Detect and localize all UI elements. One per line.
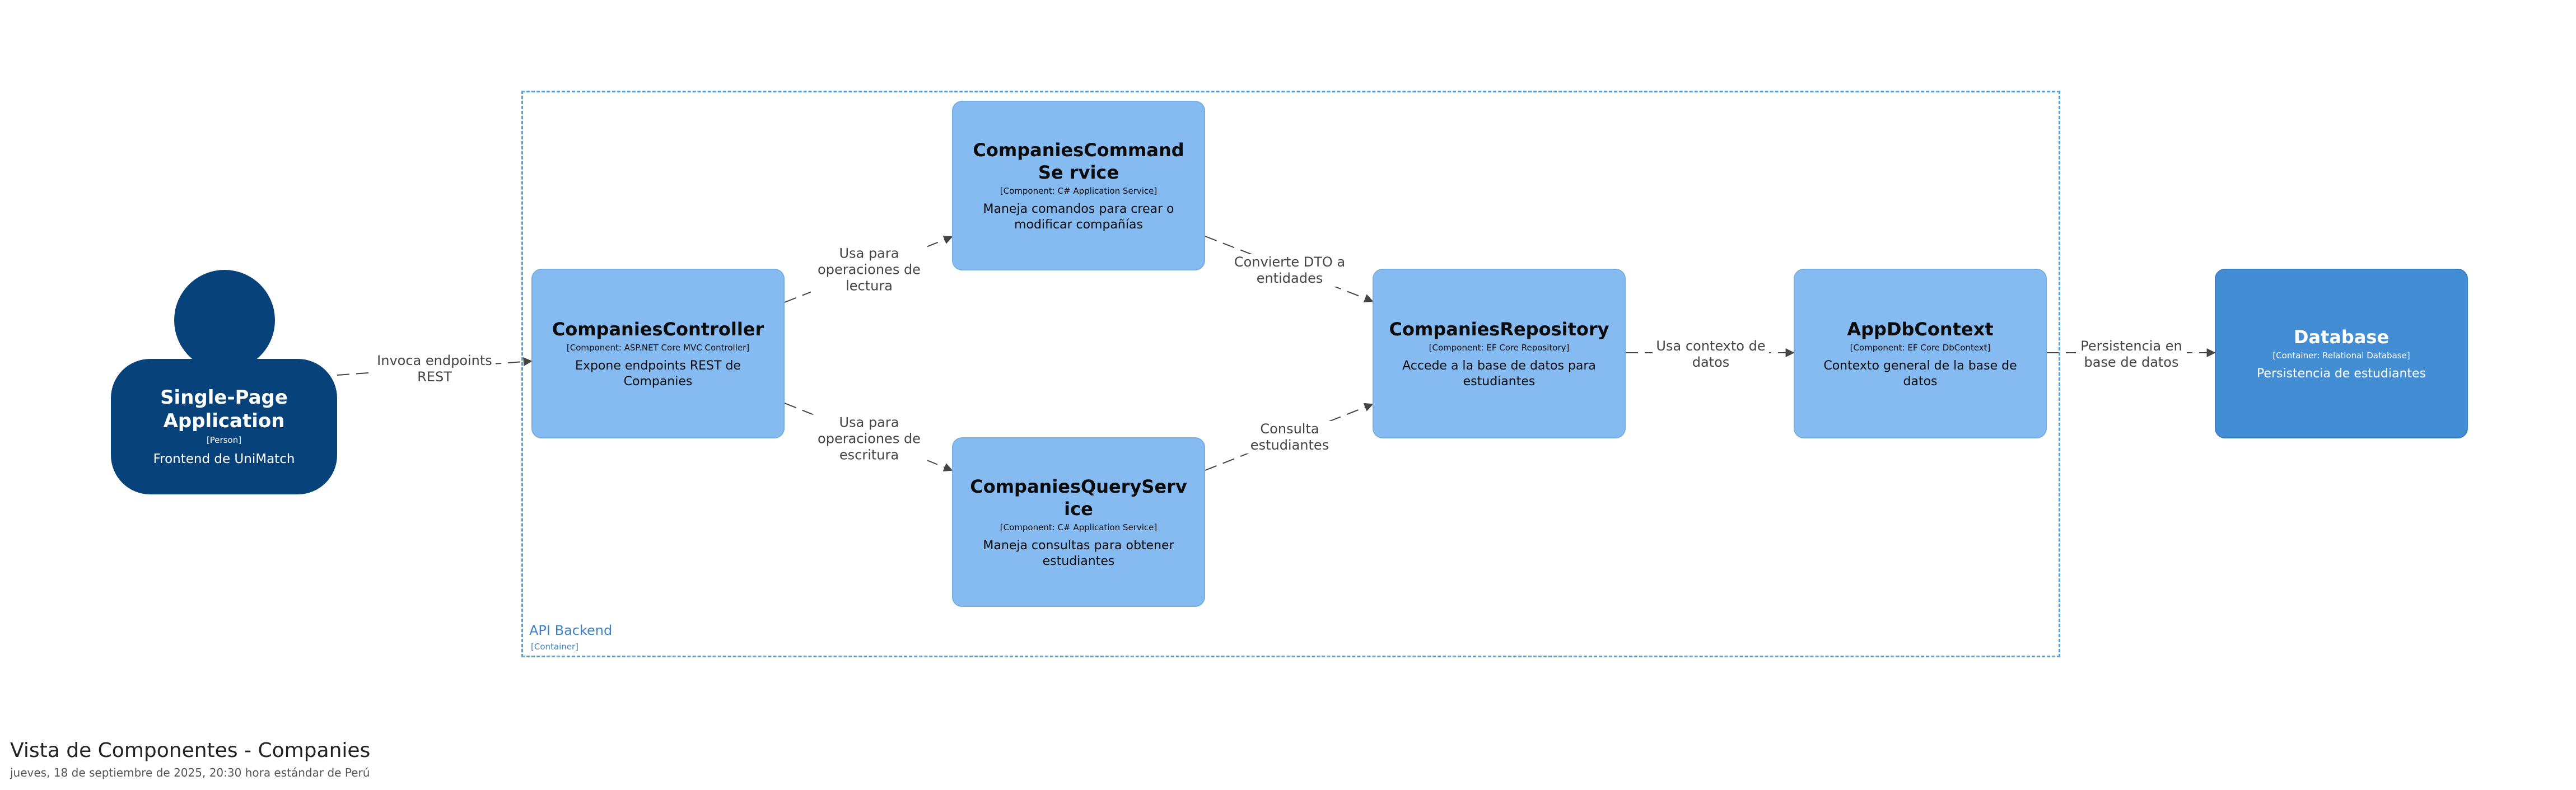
relationship-label: Consulta estudiantes [1243, 421, 1337, 454]
api-backend-boundary [521, 91, 2060, 657]
boundary-technology: [Container] [531, 642, 579, 652]
relationship-label: Persistencia en base de datos [2076, 338, 2187, 371]
component-companies-controller[interactable]: CompaniesController [Component: ASP.NET … [531, 269, 785, 438]
component-name: CompaniesRepository [1389, 318, 1609, 340]
component-description: Maneja consultas para obtener estudiante… [983, 538, 1174, 568]
component-companies-repository[interactable]: CompaniesRepository [Component: EF Core … [1373, 269, 1626, 438]
person-description: Frontend de UniMatch [153, 452, 295, 466]
component-technology: [Component: C# Application Service] [1000, 185, 1158, 196]
boundary-name: API Backend [529, 623, 613, 638]
diagram-title: Vista de Componentes - Companies [10, 739, 371, 762]
person-technology: [Person] [206, 435, 242, 445]
component-technology: [Component: EF Core Repository] [1429, 342, 1570, 353]
component-app-db-context[interactable]: AppDbContext [Component: EF Core DbConte… [1794, 269, 2047, 438]
relationship-label: Usa para operaciones de lectura [811, 245, 927, 295]
arrow-query-to-repository [1205, 403, 1374, 471]
relationship-label: Usa contexto de datos [1653, 338, 1769, 371]
component-description: Accede a la base de datos para estudiant… [1402, 358, 1596, 389]
component-description: Contexto general de la base de datos [1823, 358, 2017, 389]
arrow-command-to-repository [1205, 236, 1374, 303]
container-database[interactable]: Database [Container: Relational Database… [2215, 269, 2468, 438]
component-companies-query-service[interactable]: CompaniesQueryService [Component: C# App… [952, 437, 1205, 607]
component-name: CompaniesController [552, 318, 764, 340]
diagram-timestamp: jueves, 18 de septiembre de 2025, 20:30 … [10, 766, 370, 779]
component-name: AppDbContext [1847, 318, 1994, 340]
container-name: Database [2293, 326, 2390, 348]
component-name: CompaniesCommandSe rvice [973, 139, 1184, 183]
person-spa[interactable]: Single-Page Application [Person] Fronten… [111, 359, 337, 494]
relationship-label: Convierte DTO a entidades [1231, 254, 1348, 287]
container-technology: [Container: Relational Database] [2272, 350, 2410, 361]
component-technology: [Component: EF Core DbContext] [1850, 342, 1991, 353]
person-icon [174, 270, 275, 371]
component-description: Maneja comandos para crear o modificar c… [983, 202, 1174, 232]
relationship-label: Usa para operaciones de escritura [811, 414, 927, 464]
component-companies-command-service[interactable]: CompaniesCommandSe rvice [Component: C# … [952, 101, 1205, 270]
component-technology: [Component: ASP.NET Core MVC Controller] [566, 342, 750, 353]
arrow-controller-to-query [784, 403, 953, 472]
component-name: CompaniesQueryService [970, 475, 1187, 520]
component-description: Expone endpoints REST de Companies [575, 358, 741, 389]
container-description: Persistencia de estudiantes [2256, 366, 2426, 381]
component-technology: [Component: C# Application Service] [1000, 522, 1158, 532]
person-name: Single-Page Application [160, 386, 288, 432]
relationship-label: Invoca endpoints REST [374, 353, 496, 385]
